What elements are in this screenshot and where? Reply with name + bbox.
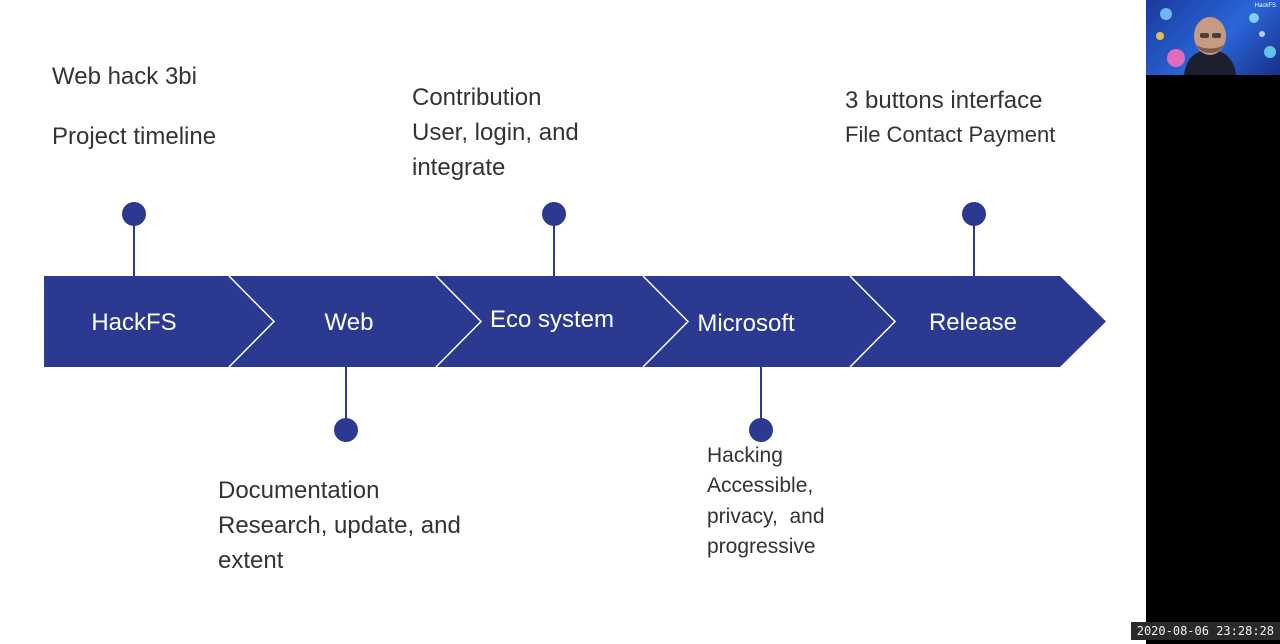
slide-subtitle: Project timeline	[52, 123, 217, 150]
callout-line: Hacking	[707, 444, 783, 467]
segment-label-hackfs: HackFS	[91, 309, 177, 336]
timeline-arrow-body	[44, 276, 1106, 367]
callout-line: 3 buttons interface	[845, 87, 1043, 114]
milestone-dot	[962, 202, 986, 226]
chevron-divider	[435, 275, 483, 368]
presentation-slide: Web hack 3bi Project timeline HackFS Web…	[0, 0, 1146, 644]
callout-line: Contribution	[412, 84, 542, 111]
callout-line: privacy, and	[707, 505, 825, 528]
recording-timestamp: 2020-08-06 23:28:28	[1130, 622, 1280, 640]
callout-line: File Contact Payment	[845, 122, 1056, 147]
milestone-dot	[334, 418, 358, 442]
milestone-dot	[542, 202, 566, 226]
callout-line: progressive	[707, 535, 816, 558]
segment-label-release: Release	[928, 309, 1018, 336]
slide-title: Web hack 3bi	[52, 63, 197, 90]
callout-line: extent	[218, 547, 284, 574]
video-background-graphic	[1156, 8, 1276, 75]
chevron-divider	[849, 275, 897, 368]
callout-line: Documentation	[218, 477, 380, 504]
segment-label-microsoft: Microsoft	[697, 310, 795, 337]
segment-label-eco-system: Eco system	[489, 306, 615, 333]
callout-line: User, login, and	[412, 119, 579, 146]
milestone-dot	[122, 202, 146, 226]
chevron-divider	[642, 275, 690, 368]
chevron-divider	[228, 275, 276, 368]
presenter-face	[1194, 17, 1226, 55]
video-logo-label: HackFS	[1254, 3, 1276, 9]
callout-line: Research, update, and	[218, 512, 461, 539]
milestone-dot	[749, 418, 773, 442]
callout-line: integrate	[412, 154, 506, 181]
callout-line: Accessible,	[707, 474, 814, 497]
timeline-graphic	[44, 202, 1106, 442]
presenter-video-tile[interactable]: HackFS	[1146, 0, 1280, 75]
segment-label-web: Web	[324, 309, 374, 336]
